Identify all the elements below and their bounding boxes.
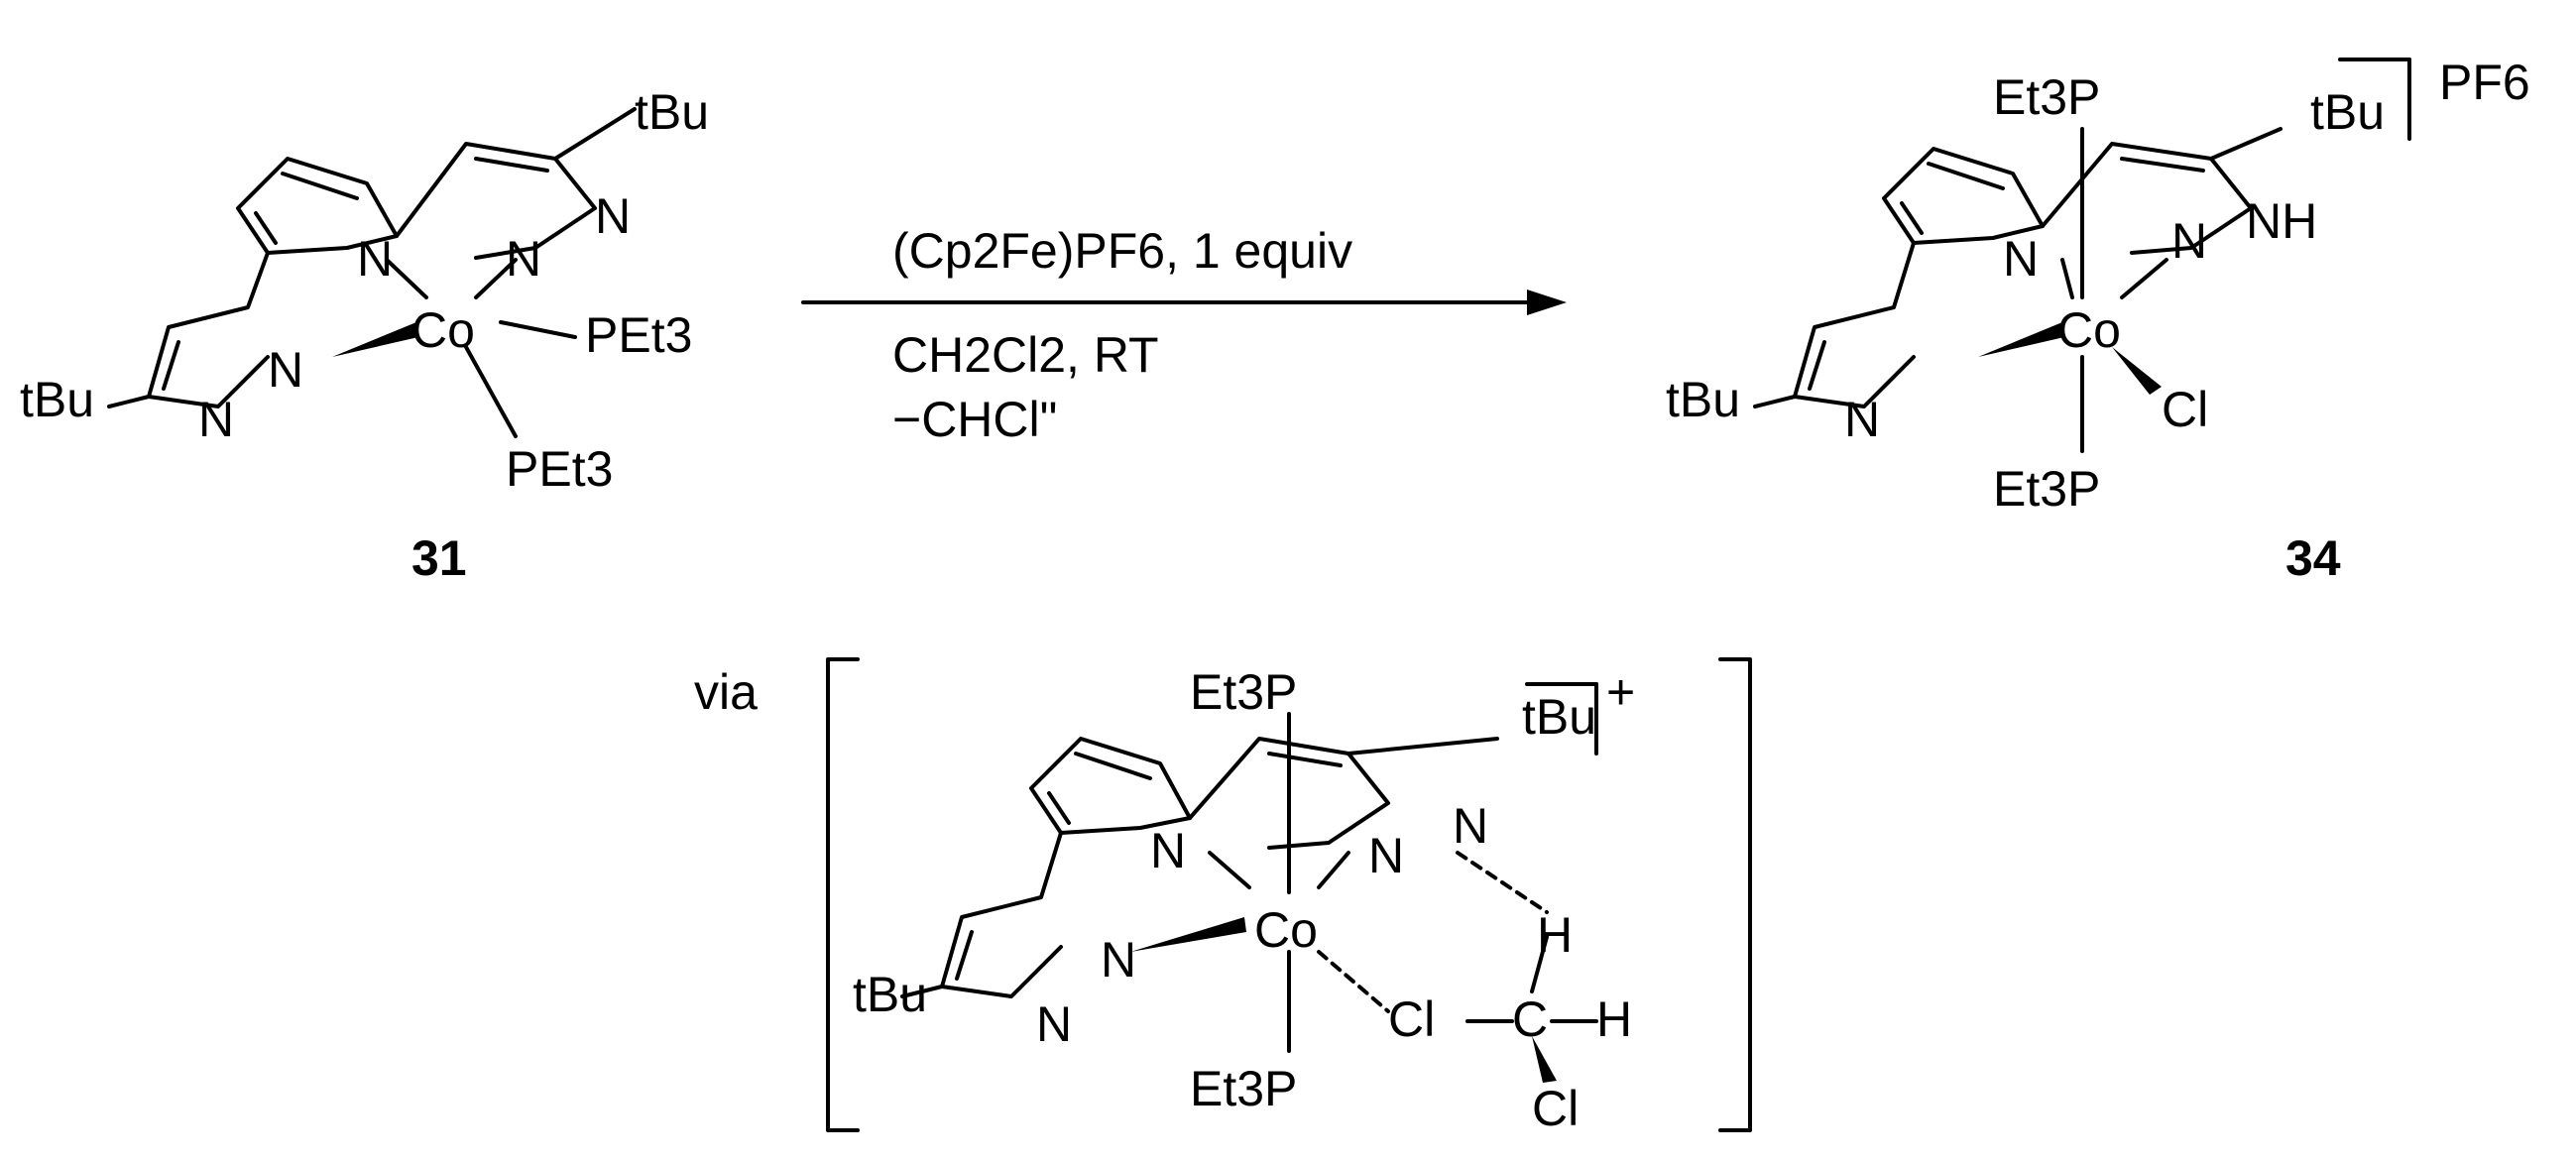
pyridine-ring-34 (1882, 147, 2045, 245)
n-pyridine-int: N (1150, 823, 1186, 878)
wedge-bond-int (1130, 917, 1246, 952)
pyrazole-upper-34 (2041, 142, 2253, 255)
tbu-left-int: tBu (853, 967, 927, 1022)
et3p-bottom-34: Et3P (1993, 461, 2100, 517)
via-label: via (694, 664, 758, 720)
bracket-right (1718, 657, 1752, 1132)
arrow-head (1527, 290, 1567, 315)
compound-34: PF6 Et3P Et3P tBu tBu N N NH N Co Cl 34 (1666, 55, 2530, 586)
c-atom: C (1512, 991, 1548, 1047)
pyridine-ring-int (1029, 737, 1192, 835)
compound-label-31: 31 (411, 530, 467, 586)
n-pz2a-31: N (268, 342, 303, 398)
compound-label-34: 34 (2285, 530, 2341, 586)
n-pz1a-34: N (2171, 213, 2207, 269)
cl-1: Cl (1388, 991, 1435, 1047)
et3p-bottom-int: Et3P (1190, 1061, 1297, 1116)
pyrazole-lower-34 (1793, 241, 1916, 408)
cl-34: Cl (2162, 382, 2208, 437)
co-cl-dash (1317, 950, 1390, 1013)
reagent-line-2: CH2Cl2, RT (892, 327, 1159, 383)
pet3-b-31: PEt3 (506, 441, 613, 497)
nh-34: NH (2246, 193, 2317, 249)
et3p-top-int: Et3P (1190, 664, 1297, 720)
charge-plus: + (1606, 664, 1635, 720)
et3p-top-34: Et3P (1993, 69, 2100, 125)
compound-31: N N N N N Co PEt3 PEt3 tBu tBu 31 (20, 84, 709, 586)
pyridine-ring-31 (236, 157, 399, 255)
tbu-left-31: tBu (20, 372, 94, 427)
intermediate: via + Et3P Et3P tBu tBu N N N (694, 657, 1752, 1136)
wedge-bond-ccl (1532, 1036, 1557, 1083)
h-bridge: H (1537, 907, 1573, 963)
pyrazole-upper-int (1188, 737, 1390, 850)
metal-co-int: Co (1254, 902, 1318, 958)
pyrazole-upper-31 (395, 142, 597, 260)
n-pz2b-int: N (1036, 996, 1072, 1052)
pyrazole-lower-31 (147, 251, 270, 408)
bracket-left (826, 657, 860, 1132)
n-pz1a-31: N (506, 231, 541, 287)
n-pz2b-31: N (198, 392, 234, 447)
pyrazole-lower-int (940, 831, 1063, 998)
n-pyridine-31: N (357, 231, 393, 287)
reaction-arrow-group: (Cp2Fe)PF6, 1 equiv CH2Cl2, RT −CHCl" (801, 223, 1567, 447)
tbu-left-34: tBu (1666, 372, 1740, 427)
counterion-pf6: PF6 (2439, 55, 2530, 110)
h-methyl: H (1596, 991, 1632, 1047)
reagent-line-3: −CHCl" (892, 392, 1057, 447)
tbu-top-int: tBu (1522, 689, 1596, 745)
pet3-a-31: PEt3 (585, 307, 692, 363)
wedge-bond-34-cl (2112, 347, 2162, 395)
metal-co-34: Co (2057, 302, 2121, 358)
wedge-bond-31 (332, 322, 418, 357)
n-pz2a-int: N (1101, 932, 1136, 988)
wedge-bond-34-n (1978, 322, 2064, 357)
n-pz1b-int: N (1453, 798, 1488, 854)
n-pyridine-34: N (2003, 231, 2039, 287)
metal-co-31: Co (411, 302, 475, 358)
h-bond-dash (1456, 851, 1549, 914)
n-pz1b-31: N (595, 188, 631, 244)
cl-2: Cl (1532, 1081, 1579, 1136)
tbu-top-31: tBu (635, 84, 709, 140)
reagent-line-1: (Cp2Fe)PF6, 1 equiv (892, 223, 1352, 279)
n-pz2b-34: N (1844, 392, 1880, 447)
tbu-top-34: tBu (2310, 84, 2385, 140)
n-pz1a-int: N (1368, 828, 1404, 883)
